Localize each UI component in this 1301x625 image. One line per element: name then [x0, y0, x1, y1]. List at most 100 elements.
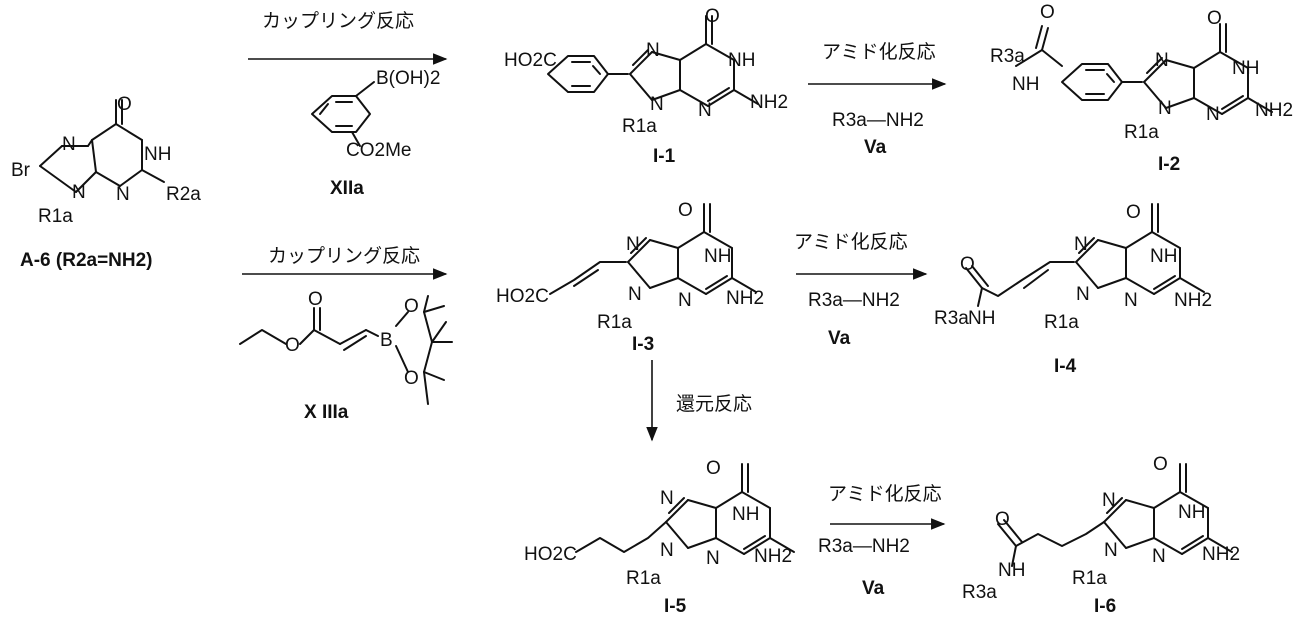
i6-r1a: R1a: [1072, 568, 1107, 589]
i4-r3a-nh: R3a: [934, 308, 969, 329]
compound-a6: O N NH Br N R2a N R1a A-6 (R2a=NH2): [11, 94, 201, 271]
i1-n9: N: [650, 94, 664, 115]
coupling-top-label: カップリング反応: [262, 10, 414, 32]
amidation-1-label: アミド化反応: [822, 41, 936, 63]
a6-r2a: R2a: [166, 184, 201, 205]
i1-ho2c: HO2C: [504, 50, 557, 71]
xiiia-b: B: [380, 330, 393, 351]
compound-i1: HO2C O N NH N N NH2 R1a I-1: [504, 6, 788, 167]
compound-xiia: B(OH)2 CO2Me XIIa: [312, 68, 440, 199]
i4-r1a: R1a: [1044, 312, 1079, 333]
i5-r1a: R1a: [626, 568, 661, 589]
a6-br: Br: [11, 160, 31, 181]
amine-1: R3a—NH2: [832, 110, 924, 131]
compound-i4: O R3a NH O N NH N N NH2 R1a I-4: [934, 202, 1212, 377]
i4-n9: N: [1076, 284, 1090, 305]
i4-nh-amide: NH: [968, 308, 995, 329]
a6-nh: NH: [144, 144, 171, 165]
xiiia-label: X IIIa: [304, 402, 349, 423]
i2-n7: N: [1155, 50, 1169, 71]
i5-n3: N: [706, 548, 720, 569]
i2-label: I-2: [1158, 154, 1180, 175]
i5-n7: N: [660, 488, 674, 509]
i6-n3: N: [1152, 546, 1166, 567]
va-3: Va: [862, 578, 885, 599]
a6-n7: N: [62, 134, 76, 155]
i6-n9: N: [1104, 540, 1118, 561]
i5-ho2c: HO2C: [524, 544, 577, 565]
compound-i5: HO2C O N NH N N NH2 R1a I-5: [524, 458, 794, 617]
a6-o: O: [117, 94, 132, 115]
i1-nh2: NH2: [750, 92, 788, 113]
xiia-label: XIIa: [330, 178, 364, 199]
i6-label: I-6: [1094, 596, 1116, 617]
i5-nh: NH: [732, 504, 759, 525]
compound-xiiia: O O B O O X IIIa: [240, 289, 452, 423]
i5-nh2: NH2: [754, 546, 792, 567]
va-2: Va: [828, 328, 851, 349]
coupling-arrow-top: カップリング反応: [248, 10, 446, 59]
i1-o: O: [705, 6, 720, 27]
reduction-arrow: 還元反応: [652, 360, 752, 440]
xiiia-o-2: O: [404, 368, 419, 389]
i3-o: O: [678, 200, 693, 221]
xiia-boh2: B(OH)2: [376, 68, 440, 89]
reduction-label: 還元反応: [676, 393, 752, 415]
i2-r1a: R1a: [1124, 122, 1159, 143]
i6-amide-o: O: [995, 509, 1010, 530]
i3-n3: N: [678, 290, 692, 311]
amine-3: R3a—NH2: [818, 536, 910, 557]
i3-label: I-3: [632, 334, 654, 355]
i3-nh: NH: [704, 246, 731, 267]
i4-nh2: NH2: [1174, 290, 1212, 311]
i6-o: O: [1153, 454, 1168, 475]
i2-nh: NH: [1232, 58, 1259, 79]
compound-i2: O R3a NH O N NH N N NH2 R1a I-2: [990, 2, 1293, 175]
coupling-mid-label: カップリング反応: [268, 245, 420, 267]
i2-r3a: R3a: [990, 46, 1025, 67]
i3-ho2c: HO2C: [496, 286, 549, 307]
va-1: Va: [864, 137, 887, 158]
i5-label: I-5: [664, 596, 687, 617]
xiiia-o-carbonyl: O: [308, 289, 323, 310]
i6-nh-amide: NH: [998, 560, 1025, 581]
i5-o: O: [706, 458, 721, 479]
i2-n3: N: [1206, 104, 1220, 125]
compound-i3: HO2C O N NH N N NH2 R1a I-3: [496, 200, 764, 355]
i3-n9: N: [628, 284, 642, 305]
i1-r1a: R1a: [622, 116, 657, 137]
i6-nh: NH: [1178, 502, 1205, 523]
i3-r1a: R1a: [597, 312, 632, 333]
i2-n9: N: [1158, 98, 1172, 119]
compound-i6: O NH R3a O N NH N N NH2 R1a I-6: [962, 454, 1240, 617]
i2-o: O: [1207, 8, 1222, 29]
coupling-arrow-mid: カップリング反応: [242, 245, 446, 274]
i5-n9: N: [660, 540, 674, 561]
i6-nh2: NH2: [1202, 544, 1240, 565]
i2-nh2: NH2: [1255, 100, 1293, 121]
i4-label: I-4: [1054, 356, 1077, 377]
i1-n3: N: [698, 100, 712, 121]
amidation-arrow-3: アミド化反応 R3a—NH2 Va: [818, 483, 944, 599]
amidation-3-label: アミド化反応: [828, 483, 942, 505]
a6-n3: N: [116, 184, 130, 205]
i4-n7: N: [1074, 234, 1088, 255]
i4-n3: N: [1124, 290, 1138, 311]
a6-n9: N: [72, 182, 86, 203]
amine-2: R3a—NH2: [808, 290, 900, 311]
i2-nh-amide: NH: [1012, 74, 1039, 95]
i1-n7: N: [646, 40, 660, 61]
i1-nh: NH: [728, 50, 755, 71]
i3-nh2: NH2: [726, 288, 764, 309]
i6-n7: N: [1102, 490, 1116, 511]
i3-n7: N: [626, 234, 640, 255]
xiia-co2me: CO2Me: [346, 140, 411, 161]
xiiia-o-ester: O: [285, 335, 300, 356]
i4-nh: NH: [1150, 246, 1177, 267]
i4-o: O: [1126, 202, 1141, 223]
xiiia-o-1: O: [404, 296, 419, 317]
amidation-2-label: アミド化反応: [794, 231, 908, 253]
i1-label: I-1: [653, 146, 676, 167]
amidation-arrow-1: アミド化反応 R3a—NH2 Va: [808, 41, 945, 158]
